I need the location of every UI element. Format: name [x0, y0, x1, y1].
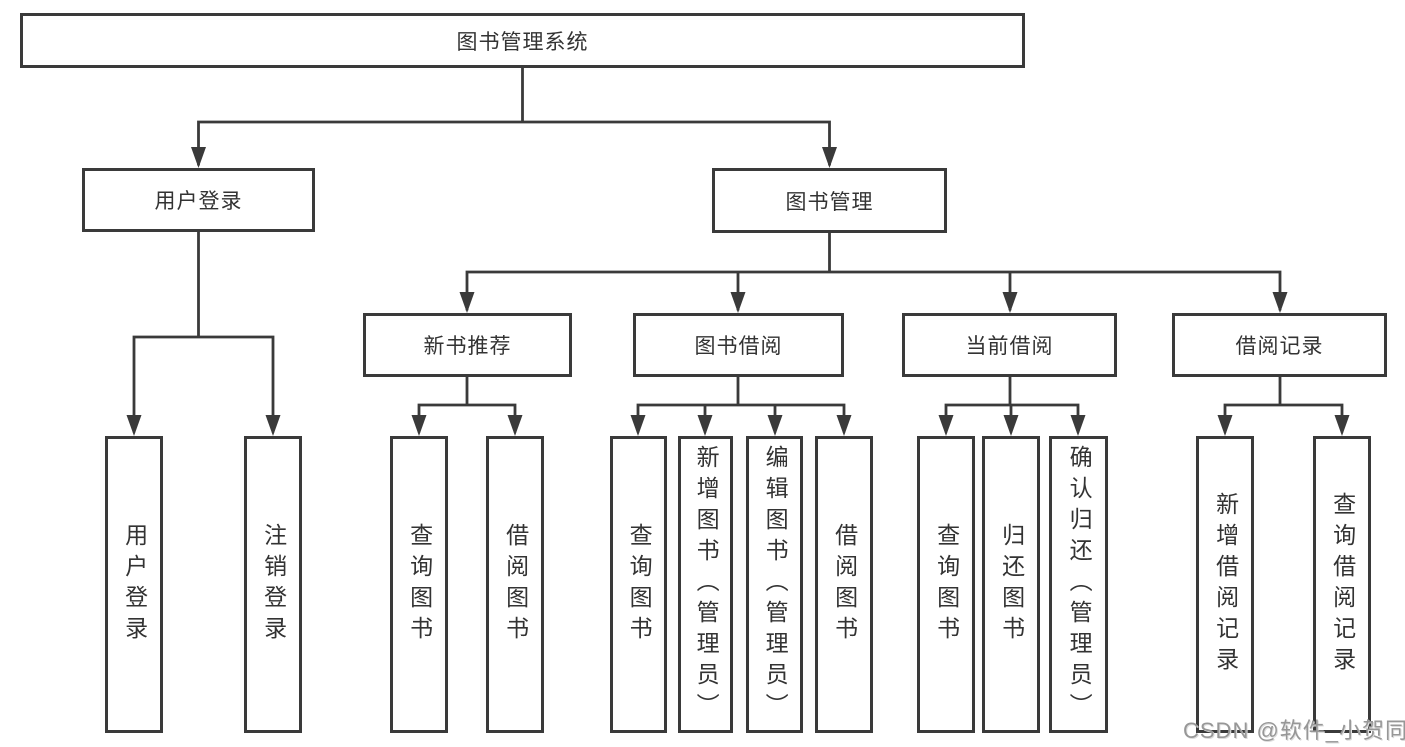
leaf-records-query-record: 查询借阅记录 [1313, 436, 1371, 733]
csdn-watermark: CSDN @软件_小贺同学 [1183, 718, 1405, 743]
leaf-current-query-book: 查询图书 [917, 436, 975, 733]
leaf-newbooks-borrow-book: 借阅图书 [486, 436, 544, 733]
node-borrow-records: 借阅记录 [1172, 313, 1387, 377]
leaf-newbooks-query-book: 查询图书 [390, 436, 448, 733]
leaf-current-return-book: 归还图书 [982, 436, 1040, 733]
leaf-borrow-borrow-book: 借阅图书 [815, 436, 873, 733]
node-book-management: 图书管理 [712, 168, 947, 233]
connector-bookborrow-to-leaves [636, 375, 846, 433]
connector-root-to-level2 [197, 66, 831, 166]
leaf-borrow-query-book: 查询图书 [610, 436, 667, 733]
leaf-logout: 注销登录 [244, 436, 302, 733]
leaf-records-add-record: 新增借阅记录 [1196, 436, 1254, 733]
node-book-borrow: 图书借阅 [633, 313, 844, 377]
leaf-borrow-add-book-admin: 新增图书（管理员） [678, 436, 733, 733]
connector-userlogin-to-leaves [132, 230, 275, 433]
leaf-borrow-edit-book-admin: 编辑图书（管理员） [746, 436, 803, 733]
node-new-book-recommend: 新书推荐 [363, 313, 572, 377]
connector-bookmgmt-to-level3 [465, 231, 1282, 311]
connector-borrowrecords-to-leaves [1223, 375, 1344, 433]
node-root-system: 图书管理系统 [20, 13, 1025, 68]
leaf-current-confirm-return-admin: 确认归还（管理员） [1049, 436, 1108, 733]
leaf-user-login: 用户登录 [105, 436, 163, 733]
node-user-login: 用户登录 [82, 168, 315, 232]
connector-newbooks-to-leaves [417, 375, 517, 433]
node-current-borrow: 当前借阅 [902, 313, 1117, 377]
